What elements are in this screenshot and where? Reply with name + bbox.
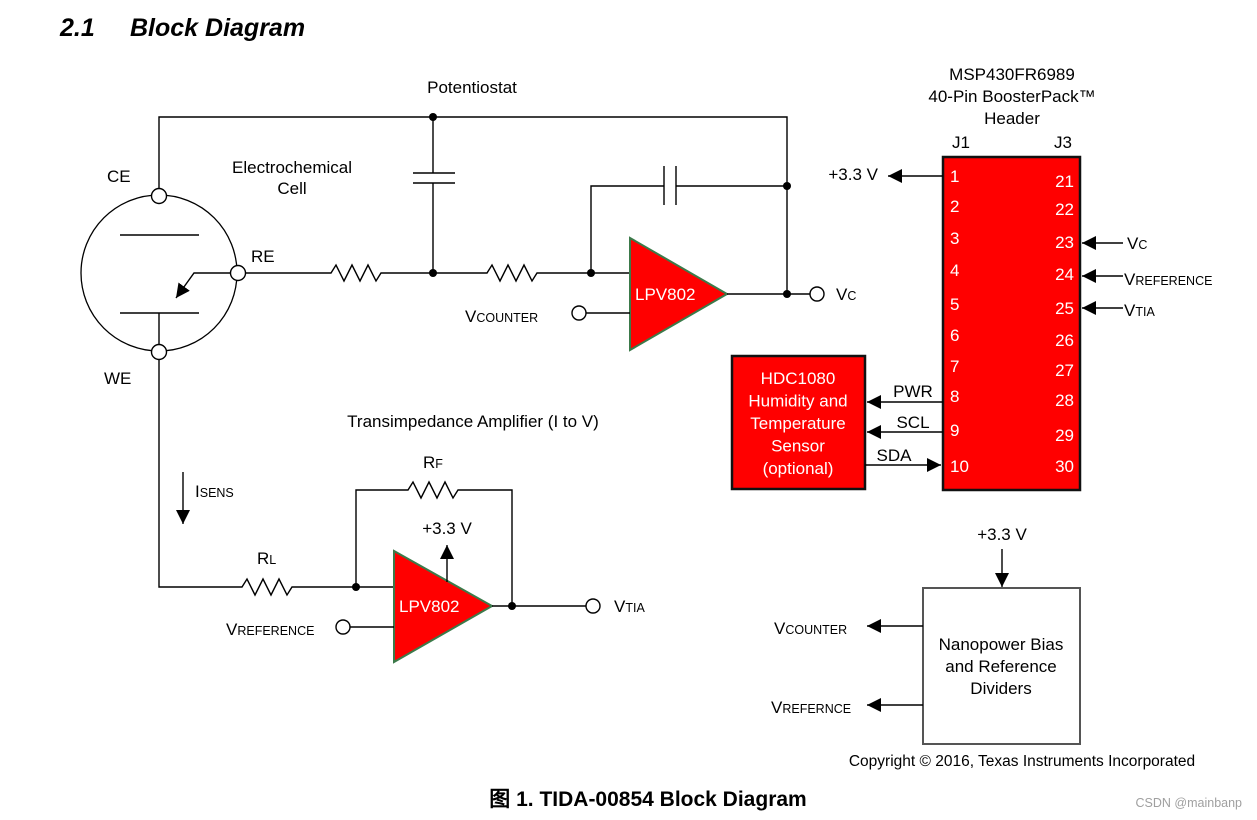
- pin23-signal-label: VC: [1127, 234, 1147, 253]
- sensor-text-line: Temperature: [750, 414, 845, 433]
- junction: [783, 290, 791, 298]
- j1-pin-9: 9: [950, 421, 959, 440]
- sda-label: SDA: [877, 446, 913, 465]
- bias-vreference-label: VREFERNCE: [771, 698, 851, 717]
- j3-label: J3: [1054, 133, 1072, 152]
- we-terminal: [150, 343, 168, 361]
- j1-pin-2: 2: [950, 197, 959, 216]
- op-amp-potentiostat: [629, 236, 730, 352]
- op-amp-label: LPV802: [399, 597, 460, 616]
- j3-pin-26: 26: [1055, 331, 1074, 350]
- wire-feedback: [590, 185, 787, 273]
- copyright: Copyright © 2016, Texas Instruments Inco…: [849, 753, 1195, 770]
- sensor-text-line: (optional): [763, 459, 834, 478]
- sensor-box: [730, 354, 867, 491]
- re-label: RE: [251, 247, 275, 266]
- sensor-text-line: HDC1080: [761, 369, 836, 388]
- pin24-signal-label: VREFERENCE: [1124, 270, 1212, 289]
- j1-pin-1: 1: [950, 167, 959, 186]
- vc-terminal: [809, 286, 825, 302]
- j1-pin-5: 5: [950, 295, 959, 314]
- j3-pin-21: 21: [1055, 172, 1074, 191]
- j1-pin-list: 1 2 3 4 5 6 7 8 9 10: [950, 167, 969, 476]
- vtia-terminal: [585, 598, 601, 614]
- bias-text-line: Nanopower Bias: [939, 635, 1064, 654]
- bias-text-line: and Reference: [945, 657, 1057, 676]
- reference-electrode-arrow: [175, 272, 238, 299]
- j1-pin-7: 7: [950, 357, 959, 376]
- j3-pin-27: 27: [1055, 361, 1074, 380]
- junction: [429, 269, 437, 277]
- j3-pin-29: 29: [1055, 426, 1074, 445]
- j1-pin-4: 4: [950, 261, 959, 280]
- sensor-text-line: Sensor: [771, 437, 825, 456]
- boosterpack-header: MSP430FR6989 40-Pin BoosterPack™ Header …: [828, 65, 1212, 492]
- section-title: Block Diagram: [130, 14, 305, 42]
- j1-label: J1: [952, 133, 970, 152]
- rl-label: RL: [257, 549, 276, 568]
- ce-label: CE: [107, 167, 131, 186]
- rf-label: RF: [423, 453, 443, 472]
- j3-pin-28: 28: [1055, 391, 1074, 410]
- ce-terminal: [150, 187, 168, 205]
- j3-pin-23: 23: [1055, 233, 1074, 252]
- pin25-signal-label: VTIA: [1124, 301, 1155, 320]
- header-title-line1: MSP430FR6989: [949, 65, 1075, 84]
- sensor-text-line: Humidity and: [748, 392, 847, 411]
- j1-pin-10: 10: [950, 457, 969, 476]
- j1-pin-8: 8: [950, 387, 959, 406]
- isens-label: ISENS: [195, 482, 234, 501]
- bias-box: [922, 587, 1081, 745]
- bias-supply-label: +3.3 V: [977, 525, 1027, 544]
- wire-top: [158, 116, 788, 295]
- capacitor-c2: [663, 166, 677, 205]
- bias-text-line: Dividers: [970, 679, 1031, 698]
- vtia-label: VTIA: [614, 597, 645, 616]
- junction: [783, 182, 791, 190]
- re-terminal: [229, 264, 247, 282]
- j1-pin-3: 3: [950, 229, 959, 248]
- vreference-label: VREFERENCE: [226, 620, 314, 639]
- watermark: CSDN @mainbanp: [1136, 796, 1243, 810]
- section-number: 2.1: [59, 14, 95, 42]
- j3-pin-list: 21 22 23 24 25 26 27 28 29 30: [1055, 172, 1074, 476]
- header-connector: [941, 155, 1082, 492]
- pin1-signal-label: +3.3 V: [828, 165, 878, 184]
- potentiostat-circuit: Potentiostat Electrochemical Cell CE RE …: [80, 78, 856, 388]
- bias-vcounter-label: VCOUNTER: [774, 619, 847, 638]
- figure-caption: 图 1. TIDA-00854 Block Diagram: [489, 788, 806, 811]
- wire-re: [245, 263, 630, 283]
- tia-title: Transimpedance Amplifier (I to V): [347, 412, 599, 431]
- vcounter-label: VCOUNTER: [465, 307, 538, 326]
- tia-circuit: Transimpedance Amplifier (I to V) ISENS …: [158, 360, 645, 664]
- j3-pin-22: 22: [1055, 200, 1074, 219]
- tia-supply-label: +3.3 V: [422, 519, 472, 538]
- we-label: WE: [104, 369, 131, 388]
- header-title-line3: Header: [984, 109, 1040, 128]
- cell-label-line2: Cell: [277, 179, 306, 198]
- op-amp-label: LPV802: [635, 285, 696, 304]
- op-amp-tia: [393, 549, 495, 664]
- vreference-terminal: [335, 619, 351, 635]
- pwr-label: PWR: [893, 382, 933, 401]
- j3-pin-25: 25: [1055, 299, 1074, 318]
- wire-we: [158, 360, 394, 597]
- cell-label-line1: Electrochemical: [232, 158, 352, 177]
- j3-pin-30: 30: [1055, 457, 1074, 476]
- capacitor-c1: [413, 172, 455, 184]
- potentiostat-title: Potentiostat: [427, 78, 517, 97]
- header-title-line2: 40-Pin BoosterPack™: [928, 87, 1095, 106]
- junction: [508, 602, 516, 610]
- vcounter-terminal: [571, 305, 587, 321]
- scl-label: SCL: [896, 413, 929, 432]
- wire-rf: [355, 480, 513, 606]
- j1-pin-6: 6: [950, 326, 959, 345]
- vc-label: VC: [836, 285, 856, 304]
- nanopower-bias-block: +3.3 V Nanopower Bias and ReferenceDivide…: [771, 525, 1081, 745]
- j3-pin-24: 24: [1055, 265, 1074, 284]
